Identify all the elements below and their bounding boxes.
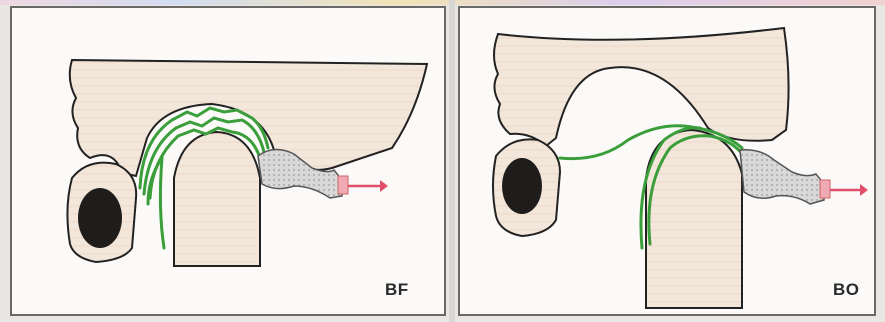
pink-block xyxy=(820,180,830,198)
gray-structure xyxy=(740,150,824,204)
panel-bo: BO xyxy=(458,6,876,316)
bo-illustration xyxy=(460,8,878,318)
bf-illustration xyxy=(12,8,448,318)
pink-block xyxy=(338,176,348,194)
dark-oval xyxy=(78,188,122,248)
panel-label-bf: BF xyxy=(385,280,409,300)
dark-oval xyxy=(502,158,542,214)
panel-bf: BF xyxy=(10,6,446,316)
panel-label-bo: BO xyxy=(833,280,860,300)
condyle xyxy=(646,130,742,308)
panel-divider xyxy=(449,0,455,322)
color-strip xyxy=(0,0,885,5)
upper-bone xyxy=(494,28,789,146)
arrow-right xyxy=(348,180,388,192)
condyle xyxy=(174,132,260,266)
arrow-right xyxy=(830,184,868,196)
